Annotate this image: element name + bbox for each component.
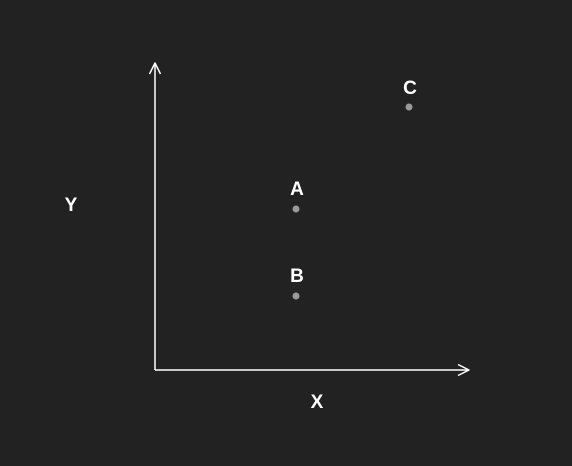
y-axis-label: Y	[65, 195, 78, 216]
point-c-label: C	[403, 78, 417, 99]
point-b-label: B	[290, 266, 304, 287]
x-axis-arrowhead	[457, 363, 470, 377]
point-a-label: A	[290, 179, 304, 200]
point-a	[292, 205, 300, 213]
x-axis-label: X	[311, 392, 324, 413]
point-c	[405, 103, 413, 111]
y-axis-arrowhead	[148, 62, 162, 75]
point-b	[292, 292, 300, 300]
